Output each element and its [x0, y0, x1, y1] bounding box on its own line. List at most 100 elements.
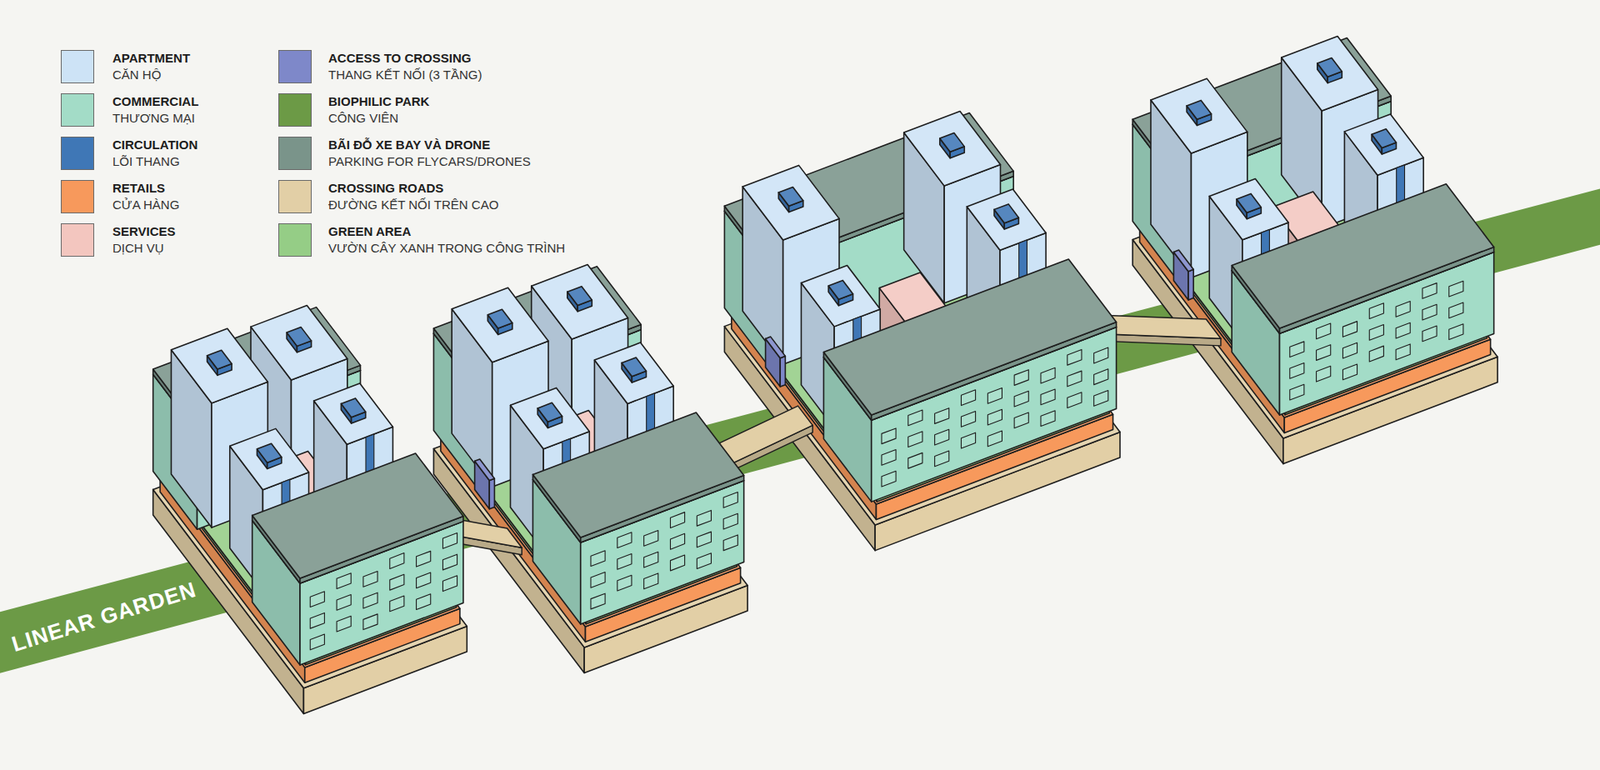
window	[1395, 344, 1410, 360]
window	[987, 388, 1002, 405]
window	[617, 554, 632, 570]
parking-roof-top	[252, 453, 464, 579]
legend-swatch	[278, 180, 312, 214]
window	[644, 573, 659, 590]
circulation-cap-top	[1317, 58, 1343, 78]
legend-text: CIRCULATION	[112, 137, 198, 153]
circulation-cap-top	[487, 309, 513, 329]
legend-subtext: THƯƠNG MẠI	[112, 110, 195, 126]
legend-swatch	[60, 50, 95, 84]
circulation-cap-top	[340, 398, 365, 418]
window	[1369, 345, 1384, 362]
window	[1316, 365, 1331, 382]
window	[1422, 304, 1437, 320]
parking-roof-top	[1231, 184, 1494, 329]
window	[1040, 367, 1055, 384]
legend-subtext: VƯỜN CÂY XANH TRONG CÔNG TRÌNH	[328, 240, 565, 256]
circulation-cap-top	[537, 402, 562, 422]
window	[416, 594, 431, 610]
parking-roof-top	[823, 259, 1116, 415]
access-lift-top	[1173, 250, 1194, 272]
window	[644, 530, 659, 547]
circulation-cap-top	[778, 186, 804, 206]
legend-text: BIOPHILIC PARK	[328, 94, 430, 110]
window	[1395, 301, 1410, 318]
circulation-cap-top	[1236, 193, 1261, 213]
window	[1395, 322, 1410, 339]
apartment-tower-top	[966, 189, 1046, 250]
window	[390, 553, 405, 570]
legend-text: ACCESS TO CROSSING	[328, 50, 471, 66]
window	[1290, 341, 1305, 358]
legend-text: RETAILS	[112, 180, 165, 196]
window	[1449, 324, 1464, 340]
window	[1040, 389, 1055, 405]
window	[442, 532, 457, 549]
window	[987, 430, 1002, 447]
legend-subtext: LÕI THANG	[112, 154, 180, 170]
legend-swatch	[278, 223, 312, 257]
circulation-cap-top	[621, 357, 646, 377]
apartment-tower-top	[1150, 78, 1248, 154]
window	[1369, 303, 1384, 320]
circulation-cap-top	[286, 327, 312, 347]
window	[881, 470, 896, 487]
legend-subtext: THANG KẾT NỐI (3 TẦNG)	[328, 67, 482, 83]
circulation-cap-top	[567, 286, 593, 306]
window	[935, 450, 950, 467]
circulation-cap-top	[1371, 129, 1396, 149]
window	[935, 408, 950, 425]
circulation-cap-top	[207, 350, 233, 370]
window	[696, 553, 711, 570]
legend-text: BÃI ĐỖ XE BAY VÀ DRONE	[328, 137, 490, 153]
window	[670, 533, 685, 550]
window	[935, 429, 950, 445]
window	[1014, 412, 1029, 429]
window	[987, 409, 1002, 425]
window	[960, 410, 975, 427]
legend-subtext: DỊCH VỤ	[112, 240, 165, 256]
window	[1094, 347, 1109, 364]
apartment-tower-top	[742, 165, 840, 240]
window	[908, 410, 923, 426]
window	[442, 575, 457, 592]
window	[442, 554, 457, 570]
window	[696, 510, 711, 526]
window	[590, 550, 605, 567]
legend-swatch	[278, 93, 312, 127]
window	[723, 513, 738, 530]
parking-roof-top	[532, 412, 744, 538]
legend-text: APARTMENT	[112, 50, 190, 66]
legend-swatch	[60, 223, 95, 257]
window	[1449, 280, 1464, 297]
access-lift-top	[765, 336, 786, 359]
window	[310, 612, 325, 629]
apartment-tower-top	[451, 287, 549, 363]
circulation-cap-top	[1186, 100, 1212, 120]
window	[336, 573, 351, 590]
window	[723, 535, 738, 551]
window	[1422, 325, 1437, 342]
legend-subtext: CỬA HÀNG	[112, 197, 180, 213]
window	[363, 592, 378, 609]
legend-subtext: CÔNG VIÊN	[328, 110, 399, 126]
window	[1014, 390, 1029, 407]
window	[590, 571, 605, 588]
window	[310, 634, 325, 650]
window	[1290, 363, 1305, 380]
apartment-tower-top	[230, 428, 310, 490]
apartment-tower-top	[170, 328, 268, 404]
window	[1067, 370, 1082, 387]
access-lift-top	[475, 459, 495, 481]
window	[670, 512, 685, 529]
legend-text: GREEN AREA	[328, 224, 411, 240]
window	[416, 572, 431, 589]
window	[1449, 302, 1464, 319]
legend-subtext: PARKING FOR FLYCARS/DRONES	[328, 154, 531, 170]
window	[881, 450, 896, 466]
legend-text: SERVICES	[112, 224, 176, 240]
access-lift-front	[489, 478, 495, 510]
circulation-cap-top	[256, 443, 281, 463]
apartment-tower-top	[800, 265, 880, 327]
